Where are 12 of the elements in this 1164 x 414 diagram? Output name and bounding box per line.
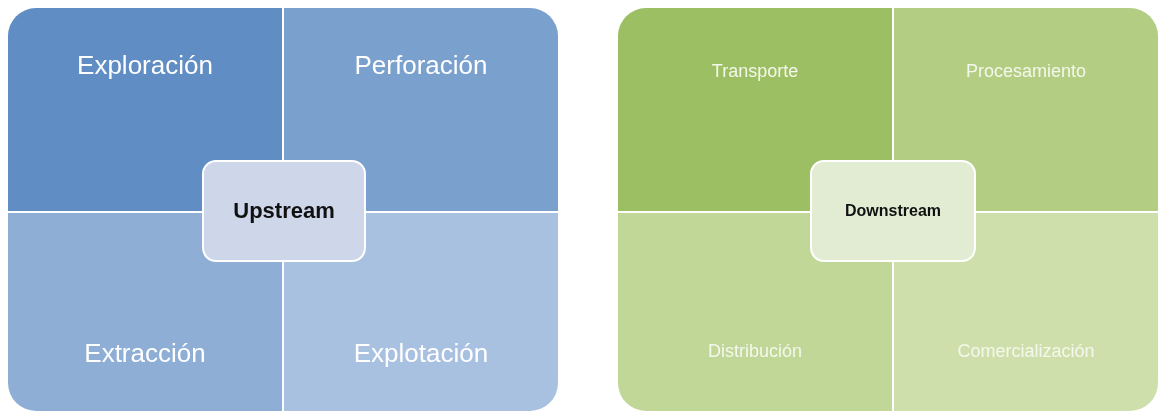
quadrant-label: Comercialización [957,340,1095,362]
quadrant-label: Procesamiento [965,61,1087,83]
quadrant-label: Perforación [354,50,488,82]
quadrant-label: Exploración [77,50,213,82]
quadrant-label: Transporte [711,61,799,83]
quadrant-label: Extracción [84,337,206,369]
center-label: Downstream [845,202,941,220]
center-box [810,160,976,262]
center-label: Upstream [233,198,335,224]
center-box [202,160,366,262]
quadrant-label: Distribución [707,340,802,362]
quadrant-label: Explotación [353,337,489,369]
